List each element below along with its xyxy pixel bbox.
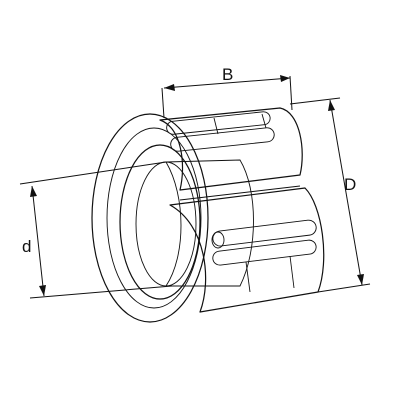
needle-roller (166, 111, 271, 135)
needle-rollers (166, 111, 317, 266)
outer-ring-top (159, 107, 303, 191)
outer-ring-face-inner-edge (106, 127, 202, 309)
dimension-b: B (161, 65, 293, 119)
inner-ring-bore (135, 161, 197, 287)
needle-roller (212, 219, 317, 247)
needle-roller-end (211, 231, 225, 249)
inner-ring (119, 144, 254, 300)
outer-diameter-label: D (344, 175, 356, 194)
inner-ring-bore-surface (165, 159, 254, 287)
needle-roller (170, 127, 275, 152)
inner-diameter-label: d (22, 237, 31, 256)
dimension-inner-diameter: d (19, 161, 173, 299)
inner-ring-face (119, 144, 201, 300)
outer-ring-face (91, 113, 209, 323)
needle-roller (212, 239, 317, 266)
width-label: B (222, 65, 233, 84)
cage (179, 113, 301, 293)
dimension-outer-diameter: D (289, 97, 371, 293)
